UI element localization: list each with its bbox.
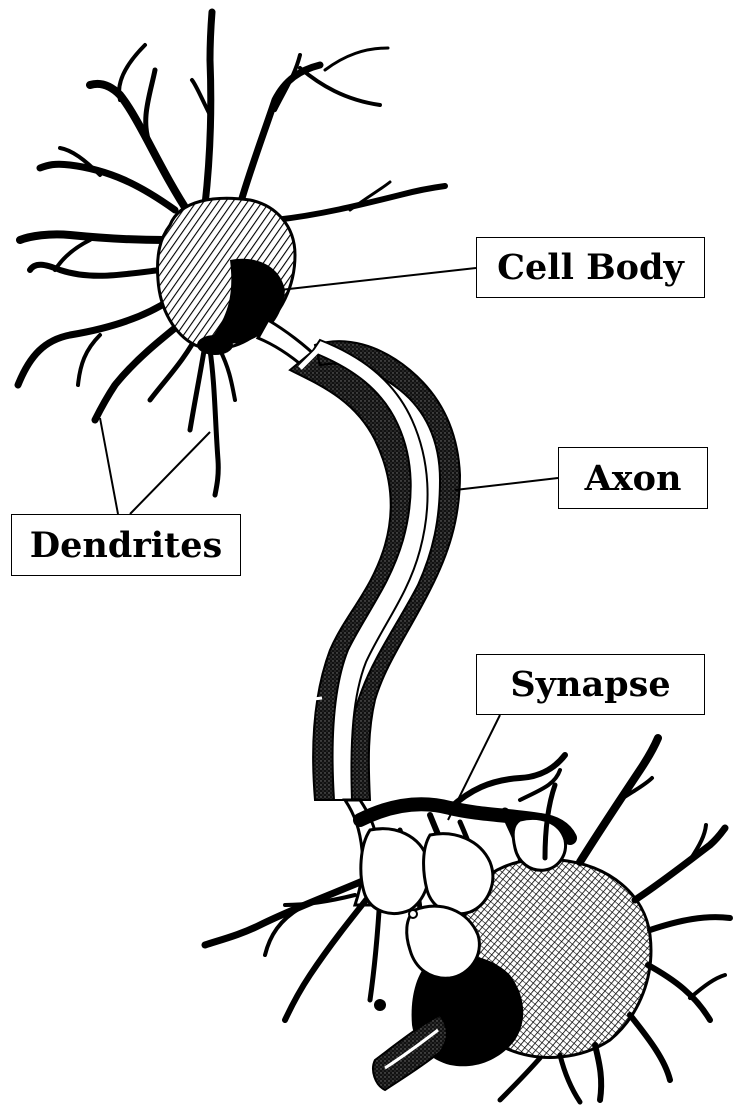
axon xyxy=(290,340,460,800)
cell-body-leader xyxy=(280,268,476,290)
dendrites-leader-2 xyxy=(130,432,210,514)
dendrites-label: Dendrites xyxy=(11,514,241,576)
dendrites-leader-1 xyxy=(100,418,118,514)
axon-label: Axon xyxy=(558,447,708,509)
synapse-leader xyxy=(448,715,500,820)
axon-leader xyxy=(455,478,558,490)
synapse-label: Synapse xyxy=(476,654,705,715)
cell-body-label: Cell Body xyxy=(476,237,705,298)
lower-neuron xyxy=(205,738,730,1102)
